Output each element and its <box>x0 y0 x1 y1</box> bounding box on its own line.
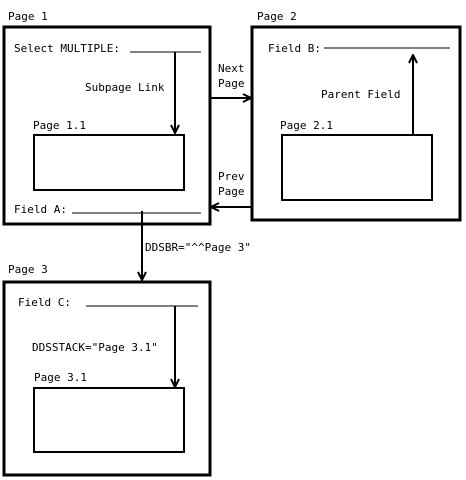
ddsbr-label: DDSBR="^^Page 3" <box>145 241 251 254</box>
page3-subpage-title: Page 3.1 <box>34 371 87 384</box>
page1-subpage-title: Page 1.1 <box>33 119 86 132</box>
page2-frame <box>250 25 462 222</box>
page3-field-c-label: Field C: <box>18 296 71 309</box>
page3-subpage-box <box>33 387 185 453</box>
page2-field-b-label: Field B: <box>268 42 321 55</box>
next-page-label-line2: Page <box>218 77 245 90</box>
page3-title: Page 3 <box>8 263 48 276</box>
page1-field-a-label: Field A: <box>14 203 67 216</box>
page2-subpage-box <box>281 134 433 201</box>
page2-subpage-title: Page 2.1 <box>280 119 333 132</box>
page1-subpage-link-label: Subpage Link <box>85 81 165 94</box>
page2-title: Page 2 <box>257 10 297 23</box>
page3-ddsstack-label: DDSSTACK="Page 3.1" <box>32 341 158 354</box>
page3-frame <box>2 280 212 477</box>
page1-subpage-box <box>33 134 185 191</box>
page1-frame <box>2 25 212 226</box>
page1-title: Page 1 <box>8 10 48 23</box>
page1-select-label: Select MULTIPLE: <box>14 42 120 55</box>
next-page-label-line1: Next <box>218 62 245 75</box>
prev-page-label-line2: Page <box>218 185 245 198</box>
prev-page-label-line1: Prev <box>218 170 245 183</box>
page2-parent-field-label: Parent Field <box>321 88 400 101</box>
